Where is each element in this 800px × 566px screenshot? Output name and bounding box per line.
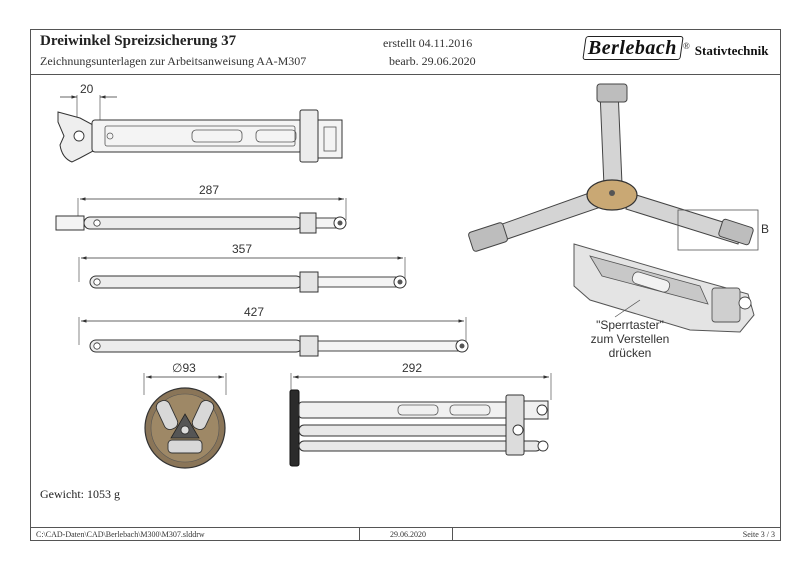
- title-frame: [30, 29, 781, 541]
- drawing-subtitle: Zeichnungsunterlagen zur Arbeitsanweisun…: [40, 54, 307, 68]
- top-view: 20: [57, 82, 343, 163]
- view-length-357: 357: [78, 242, 407, 293]
- footer-divider: [452, 528, 453, 541]
- logo-suffix: Stativtechnik: [694, 43, 769, 58]
- created-date: erstellt 04.11.2016: [383, 36, 473, 50]
- dim-width-20: 20: [80, 82, 94, 96]
- view-length-427: 427: [78, 305, 469, 357]
- dim-length-292: 292: [402, 361, 422, 375]
- note-line-2: zum Verstellen: [590, 332, 670, 346]
- dim-length-427: 427: [244, 305, 264, 319]
- sperrtaster-note: "Sperrtaster" zum Verstellen drücken: [560, 318, 700, 360]
- dim-diameter-93: ∅93: [172, 361, 196, 375]
- header-divider: [30, 74, 781, 75]
- isometric-view: [468, 83, 759, 252]
- footer-date: 29.06.2020: [390, 530, 426, 539]
- edited-date: bearb. 29.06.2020: [389, 54, 476, 68]
- detail-b-view: [573, 243, 755, 333]
- logo-registered-mark: ®: [682, 41, 690, 51]
- detail-label-b: B: [761, 222, 770, 236]
- footer-divider: [359, 528, 360, 541]
- dim-length-287: 287: [199, 183, 219, 197]
- footer-bar: C:\CAD-Daten\CAD\Berlebach\M300\M307.sld…: [30, 527, 781, 541]
- view-length-287: 287: [55, 183, 347, 234]
- hub-front-view: ∅93: [143, 361, 227, 469]
- company-logo: Berlebach ® Stativtechnik: [582, 34, 769, 60]
- weight-label: Gewicht: 1053 g: [40, 487, 120, 501]
- dim-length-357: 357: [232, 242, 252, 256]
- side-view: 292: [289, 361, 552, 467]
- footer-page-number: Seite 3 / 3: [742, 530, 775, 539]
- drawing-title: Dreiwinkel Spreizsicherung 37: [40, 33, 237, 49]
- note-line-3: drücken: [608, 346, 652, 360]
- footer-file-path: C:\CAD-Daten\CAD\Berlebach\M300\M307.sld…: [36, 530, 205, 539]
- note-line-1: "Sperrtaster": [596, 318, 664, 332]
